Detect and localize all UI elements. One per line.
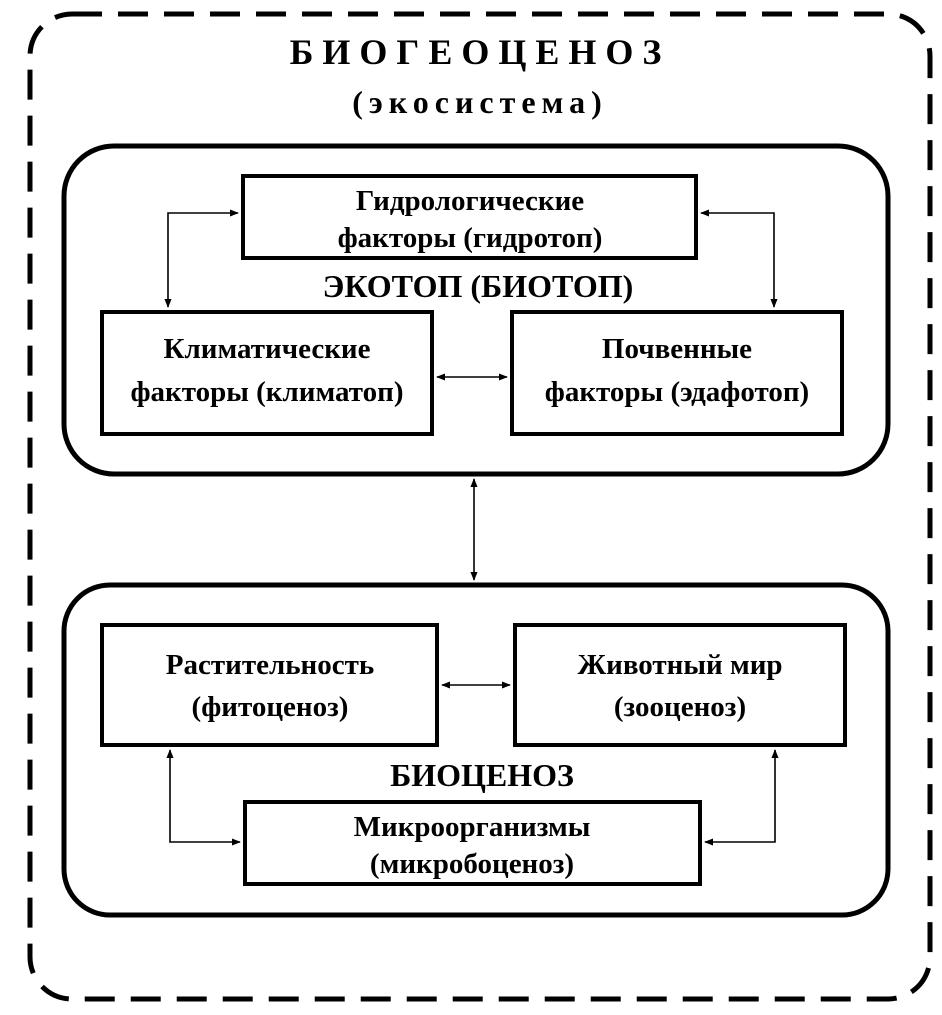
microbes-line2: (микробоценоз) bbox=[370, 848, 574, 880]
hydro-soil-arrow bbox=[700, 209, 778, 308]
plants-line1: Растительность bbox=[166, 649, 374, 681]
climate-line1: Климатические bbox=[163, 333, 370, 365]
page-subtitle: (экосистема) bbox=[352, 84, 608, 120]
biogeocenosis-frame bbox=[27, 11, 933, 1002]
plants-line2: (фитоценоз) bbox=[192, 691, 349, 723]
hydro-factors-box: Гидрологические факторы (гидротоп) bbox=[241, 174, 698, 260]
hydro-line2: факторы (гидротоп) bbox=[338, 222, 603, 254]
hydro-line1: Гидрологические bbox=[356, 185, 584, 217]
climate-line2: факторы (климатоп) bbox=[130, 376, 403, 408]
plants-box: Растительность (фитоценоз) bbox=[100, 623, 439, 747]
microbes-line1: Микроорганизмы bbox=[354, 811, 591, 843]
ecotope-label: ЭКОТОП (БИОТОП) bbox=[323, 268, 634, 304]
soil-line1: Почвенные bbox=[602, 333, 752, 365]
climate-factors-box: Климатические факторы (климатоп) bbox=[100, 310, 434, 436]
page-title: БИОГЕОЦЕНОЗ bbox=[290, 32, 671, 72]
soil-factors-box: Почвенные факторы (эдафотоп) bbox=[510, 310, 844, 436]
animals-line2: (зооценоз) bbox=[614, 691, 746, 723]
ecotope-frame bbox=[61, 143, 891, 477]
animals-box: Животный мир (зооценоз) bbox=[513, 623, 847, 747]
microbes-box: Микроорганизмы (микробоценоз) bbox=[243, 800, 702, 886]
animals-line1: Животный мир bbox=[577, 649, 782, 681]
plants-microbes-arrow bbox=[166, 749, 241, 846]
biocenosis-label: БИОЦЕНОЗ bbox=[390, 757, 574, 793]
animals-microbes-arrow bbox=[704, 749, 779, 846]
biocenosis-frame bbox=[61, 582, 891, 918]
hydro-climate-arrow bbox=[164, 209, 239, 308]
soil-line2: факторы (эдафотоп) bbox=[545, 376, 809, 408]
